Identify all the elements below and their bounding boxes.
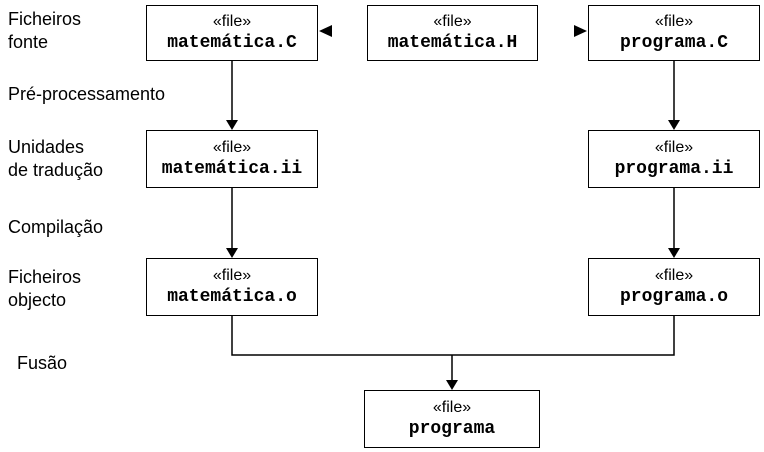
filename-label: matemática.H (387, 33, 518, 53)
arrow-matematica-ii-to-o-icon (226, 188, 238, 258)
arrow-programa-c-to-ii-icon (668, 61, 680, 130)
arrow-h-to-matematica-c-icon (319, 25, 332, 37)
stereotype-label: «file» (654, 267, 694, 284)
arrow-h-to-programa-c-icon (574, 25, 587, 37)
stage-label-ficheiros-objecto: Ficheiros objecto (8, 267, 82, 310)
merge-lines-fusao-icon (231, 316, 675, 356)
box-matematica-o: «file» matemática.o (146, 258, 318, 316)
box-programa-o: «file» programa.o (588, 258, 760, 316)
filename-label: matemática.ii (161, 159, 303, 179)
filename-label: programa.o (619, 287, 729, 307)
stereotype-label: «file» (212, 13, 252, 30)
filename-label: programa.ii (614, 159, 734, 179)
filename-label: matemática.o (167, 287, 297, 307)
box-matematica-ii: «file» matemática.ii (146, 130, 318, 188)
stereotype-label: «file» (212, 139, 252, 156)
box-matematica-c: «file» matemática.C (146, 5, 318, 61)
stage-label-unidades-de-traducao: Unidades de tradução (8, 137, 104, 180)
stereotype-label: «file» (654, 139, 694, 156)
stereotype-label: «file» (432, 399, 472, 416)
box-programa-c: «file» programa.C (588, 5, 760, 61)
filename-label: matemática.C (167, 33, 297, 53)
arrow-matematica-c-to-ii-icon (226, 61, 238, 130)
stereotype-label: «file» (433, 13, 472, 30)
box-matematica-h: «file» matemática.H (367, 5, 538, 61)
stage-label-pre-processamento: Pré-processamento (8, 84, 166, 104)
stereotype-label: «file» (654, 13, 694, 30)
stage-label-compilacao: Compilação (8, 217, 104, 237)
arrow-merge-to-programa-icon (446, 355, 458, 390)
stereotype-label: «file» (212, 267, 252, 284)
box-programa-ii: «file» programa.ii (588, 130, 760, 188)
filename-label: programa.C (619, 33, 729, 53)
arrow-programa-ii-to-o-icon (668, 188, 680, 258)
filename-label: programa (408, 419, 496, 439)
stage-label-fusao: Fusão (17, 353, 68, 373)
stage-label-ficheiros-fonte: Ficheiros fonte (8, 9, 82, 52)
box-programa: «file» programa (364, 390, 540, 448)
